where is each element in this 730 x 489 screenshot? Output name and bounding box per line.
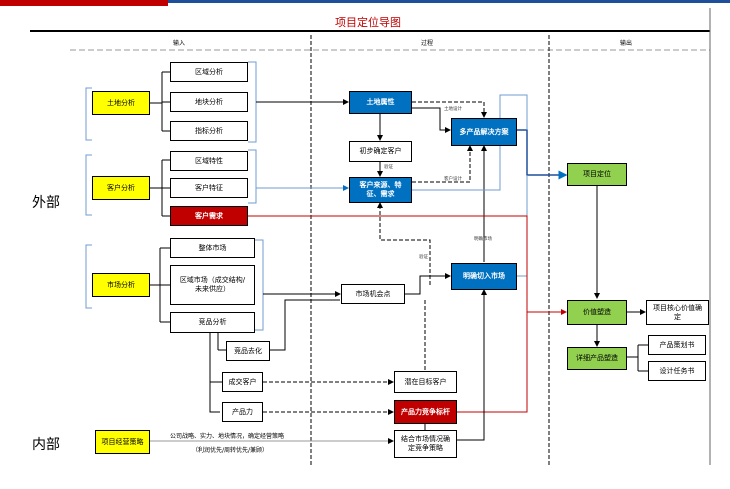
process-clear-market: 明确切入市场 — [451, 263, 517, 290]
top-bar-blue — [168, 0, 730, 3]
item-regional-market: 区域市场（成交结构/未来供应） — [170, 265, 255, 305]
item-region-analysis: 区域分析 — [170, 62, 248, 82]
top-bar-red — [0, 0, 168, 6]
internal-label: 内部 — [32, 437, 60, 453]
column-output: 输出 — [620, 40, 633, 47]
enterprise-text-line1: 公司战略、实力、地块情况，确定经营策略 — [170, 433, 285, 440]
enterprise-strategy: 项目经营策略 — [95, 430, 150, 454]
item-product-power: 产品力 — [222, 402, 263, 422]
output-core-value: 项目核心价值确定 — [646, 300, 709, 325]
item-region-feature: 区域特性 — [170, 151, 248, 171]
output-product-detail: 详细产品塑造 — [567, 347, 627, 370]
output-design-brief: 设计任务书 — [648, 361, 706, 381]
output-product-plan: 产品策划书 — [648, 335, 706, 355]
column-process: 过程 — [421, 40, 434, 47]
title-rule — [30, 30, 710, 32]
process-initial-customer: 初步确定客户 — [349, 141, 412, 162]
process-product-benchmark: 产品力竞争标杆 — [394, 400, 457, 424]
annotation-verify-1: 验证 — [384, 165, 393, 170]
column-input: 输入 — [173, 40, 186, 47]
annotation-customer-design: 客户设计 — [444, 177, 462, 182]
item-deal-customer: 成交客户 — [222, 372, 263, 392]
item-plot-analysis: 地块分析 — [170, 92, 248, 112]
enterprise-text-line2: （利润优先/周转优先/兼顾） — [192, 447, 269, 454]
process-potential-customer: 潜在目标客户 — [394, 371, 457, 393]
item-customer-feature: 客户特征 — [170, 178, 248, 198]
external-label: 外部 — [32, 195, 60, 211]
process-customer-mining: 客户来源、特征、需求 — [349, 177, 412, 203]
page-title: 项目定位导图 — [335, 16, 401, 29]
market-analysis: 市场分析 — [92, 273, 150, 297]
item-customer-demand: 客户需求 — [170, 206, 248, 226]
process-multi-product: 多产品解决方案 — [451, 118, 517, 146]
process-land-attribute: 土地属性 — [349, 91, 412, 114]
output-positioning: 项目定位 — [567, 163, 627, 186]
item-index-analysis: 指标分析 — [170, 121, 248, 141]
land-analysis: 土地分析 — [92, 91, 150, 115]
customer-analysis: 客户分析 — [92, 176, 150, 200]
process-combined-strategy: 结合市场情况确定竞争策略 — [394, 430, 457, 458]
item-competitor-analysis: 竞品分析 — [170, 312, 255, 333]
output-value-shaping: 价值塑造 — [567, 300, 627, 325]
item-competitor-destock: 竞品去化 — [226, 341, 270, 361]
process-market-opportunity: 市场机会点 — [341, 284, 405, 304]
item-overall-market: 整体市场 — [170, 238, 255, 258]
annotation-clear-market: 明确市场 — [474, 237, 492, 242]
annotation-verify-2: 验证 — [419, 255, 428, 260]
annotation-land-design: 土地设计 — [444, 107, 462, 112]
